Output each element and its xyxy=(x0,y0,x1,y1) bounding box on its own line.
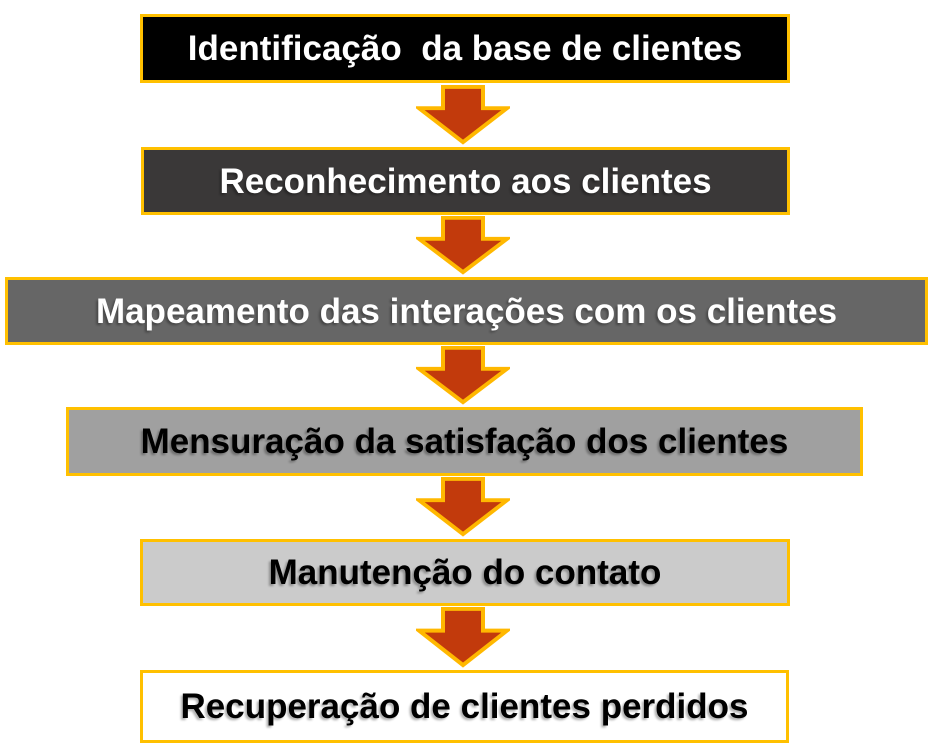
step-box-mapeamento: Mapeamento das interações com os cliente… xyxy=(5,277,928,345)
step-box-mensuracao: Mensuração da satisfação dos clientes xyxy=(66,407,863,476)
step-box-reconhecimento: Reconhecimento aos clientes xyxy=(141,147,790,215)
step-label: Mensuração da satisfação dos clientes xyxy=(140,422,789,461)
down-arrow-icon xyxy=(416,85,510,145)
down-arrow-icon xyxy=(416,477,510,537)
step-label: Reconhecimento aos clientes xyxy=(219,161,712,201)
down-arrow-icon xyxy=(416,346,510,405)
step-label: Identificação da base de clientes xyxy=(187,29,743,68)
down-arrow-icon xyxy=(416,607,510,668)
step-box-identificacao: Identificação da base de clientes xyxy=(140,14,790,83)
down-arrow-icon xyxy=(416,216,510,275)
step-label: Recuperação de clientes perdidos xyxy=(180,687,749,726)
step-label: Mapeamento das interações com os cliente… xyxy=(95,291,838,331)
step-box-recuperacao: Recuperação de clientes perdidos xyxy=(140,670,789,743)
step-box-manutencao: Manutenção do contato xyxy=(140,539,790,606)
step-label: Manutenção do contato xyxy=(268,553,662,592)
